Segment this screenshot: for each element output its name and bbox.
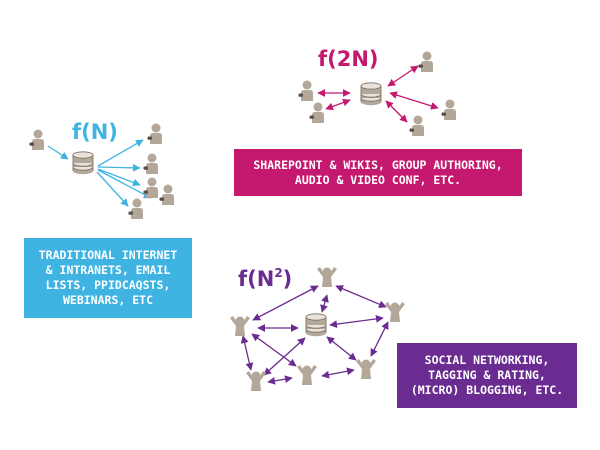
network-mesh-diagram (230, 267, 405, 391)
arrows-many-to-many (317, 65, 439, 123)
cheering-person-icon (317, 267, 337, 287)
database-icon (72, 151, 94, 175)
person-icon (441, 99, 456, 120)
label-line: AUDIO & VIDEO CONF, ETC. (294, 172, 462, 187)
label-traditional-internet: TRADITIONAL INTERNET & INTRANETS, EMAIL … (24, 238, 192, 318)
person-icon (298, 80, 313, 101)
arrows-one-to-many (47, 139, 152, 207)
formula-f-n: f(N) (72, 122, 118, 143)
person-icon (128, 198, 143, 219)
many-to-many-diagram (298, 51, 456, 136)
label-line: WEBINARS, ETC (62, 293, 153, 307)
formula-text: f(N) (72, 120, 118, 144)
label-line: TRADITIONAL INTERNET (38, 248, 178, 262)
label-line: & INTRANETS, EMAIL (45, 263, 171, 277)
person-icon (159, 184, 174, 205)
person-icon (29, 129, 44, 150)
cheering-person-icon (297, 365, 317, 385)
formula-text: f(N (238, 267, 275, 291)
label-line: (MICRO) BLOGGING, ETC. (410, 383, 564, 397)
person-icon (409, 115, 424, 136)
formula-superscript: 2 (274, 266, 283, 280)
label-line: SOCIAL NETWORKING, (424, 353, 550, 367)
arrows-network (240, 285, 389, 385)
formula-close: ) (282, 267, 293, 291)
label-line: SHAREPOINT & WIKIS, GROUP AUTHORING, (253, 157, 503, 172)
cheering-person-icon (246, 371, 266, 391)
person-icon (143, 153, 158, 174)
person-icon (309, 102, 324, 123)
label-sharepoint-wikis: SHAREPOINT & WIKIS, GROUP AUTHORING, AUD… (234, 149, 522, 196)
formula-text: f(2N) (318, 47, 379, 71)
cheering-person-icon (230, 316, 250, 336)
person-icon (418, 51, 433, 72)
label-line: TAGGING & RATING, (428, 368, 546, 382)
formula-f-2n: f(2N) (318, 49, 379, 70)
formula-f-n-squared: f(N2) (238, 266, 293, 291)
one-to-many-diagram (29, 123, 174, 219)
label-social-networking: SOCIAL NETWORKING, TAGGING & RATING, (MI… (397, 343, 577, 408)
cheering-person-icon (385, 302, 405, 322)
label-line: LISTS, PPIDCAQSTS, (45, 278, 171, 292)
cheering-person-icon (356, 359, 376, 379)
person-icon (147, 123, 162, 144)
database-icon (305, 313, 327, 337)
database-icon (360, 82, 382, 106)
